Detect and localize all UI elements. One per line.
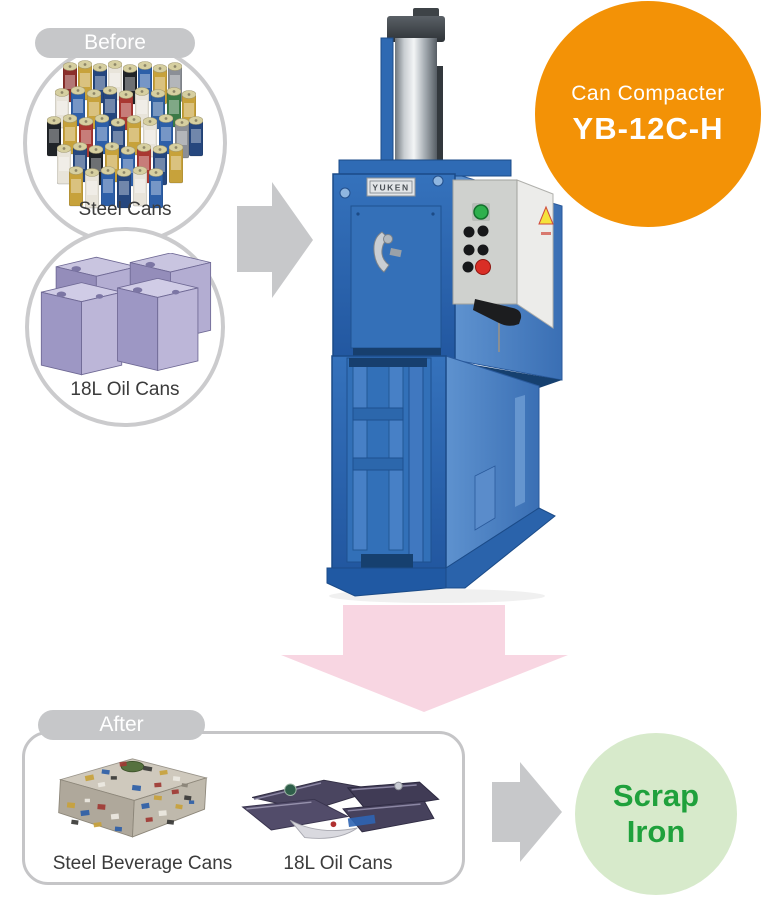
down-arrow-icon	[281, 605, 568, 712]
brand-plate: YUKEN	[366, 177, 416, 197]
black-button	[462, 261, 474, 273]
compacted-steel-cans-photo	[58, 758, 208, 838]
steel-beverage-cans-label: Steel Beverage Cans	[52, 853, 233, 874]
scrap-iron-line2: Iron	[626, 814, 686, 849]
bale-chamber	[331, 355, 540, 571]
steel-cans-label: Steel Cans	[78, 199, 172, 220]
before-oil-cans-card: 18L Oil Cans	[25, 227, 225, 427]
brand-text: YUKEN	[372, 183, 409, 193]
scrap-iron-line1: Scrap	[612, 778, 700, 814]
chamber-door	[346, 357, 432, 563]
warning-triangle-sticker	[538, 205, 554, 225]
before-steel-cans-card: Steel Cans	[23, 41, 227, 245]
oil-cans-label: 18L Oil Cans	[70, 379, 180, 400]
control-panel	[452, 179, 554, 352]
black-button	[463, 244, 475, 256]
after-tab: After	[38, 710, 205, 740]
model-number: YB-12C-H	[572, 110, 724, 146]
oil-cans-photo	[40, 253, 212, 376]
black-button	[463, 226, 475, 238]
steel-cans-photo	[47, 60, 203, 209]
black-button	[477, 244, 489, 256]
door-latch	[373, 231, 402, 273]
hydraulic-cylinder	[380, 8, 445, 176]
flattened-oil-cans-photo	[241, 779, 440, 839]
green-start-button	[473, 204, 489, 220]
black-button	[477, 225, 489, 237]
after-box: Steel Beverage Cans 18L Oil Cans	[22, 731, 465, 885]
model-badge: Can Compacter YB-12C-H	[535, 1, 761, 227]
flattened-oil-cans-label: 18L Oil Cans	[283, 853, 393, 874]
right-arrow-icon	[237, 182, 313, 298]
red-stop-button	[475, 259, 491, 275]
before-tab: Before	[35, 28, 195, 58]
handle-lever	[473, 299, 522, 326]
scrap-iron-badge: Scrap Iron	[575, 733, 737, 895]
right-arrow-icon	[492, 762, 562, 862]
can-compacter-machine: YUKEN	[326, 8, 563, 603]
product-name: Can Compacter	[571, 81, 725, 105]
machine-base	[326, 507, 556, 597]
